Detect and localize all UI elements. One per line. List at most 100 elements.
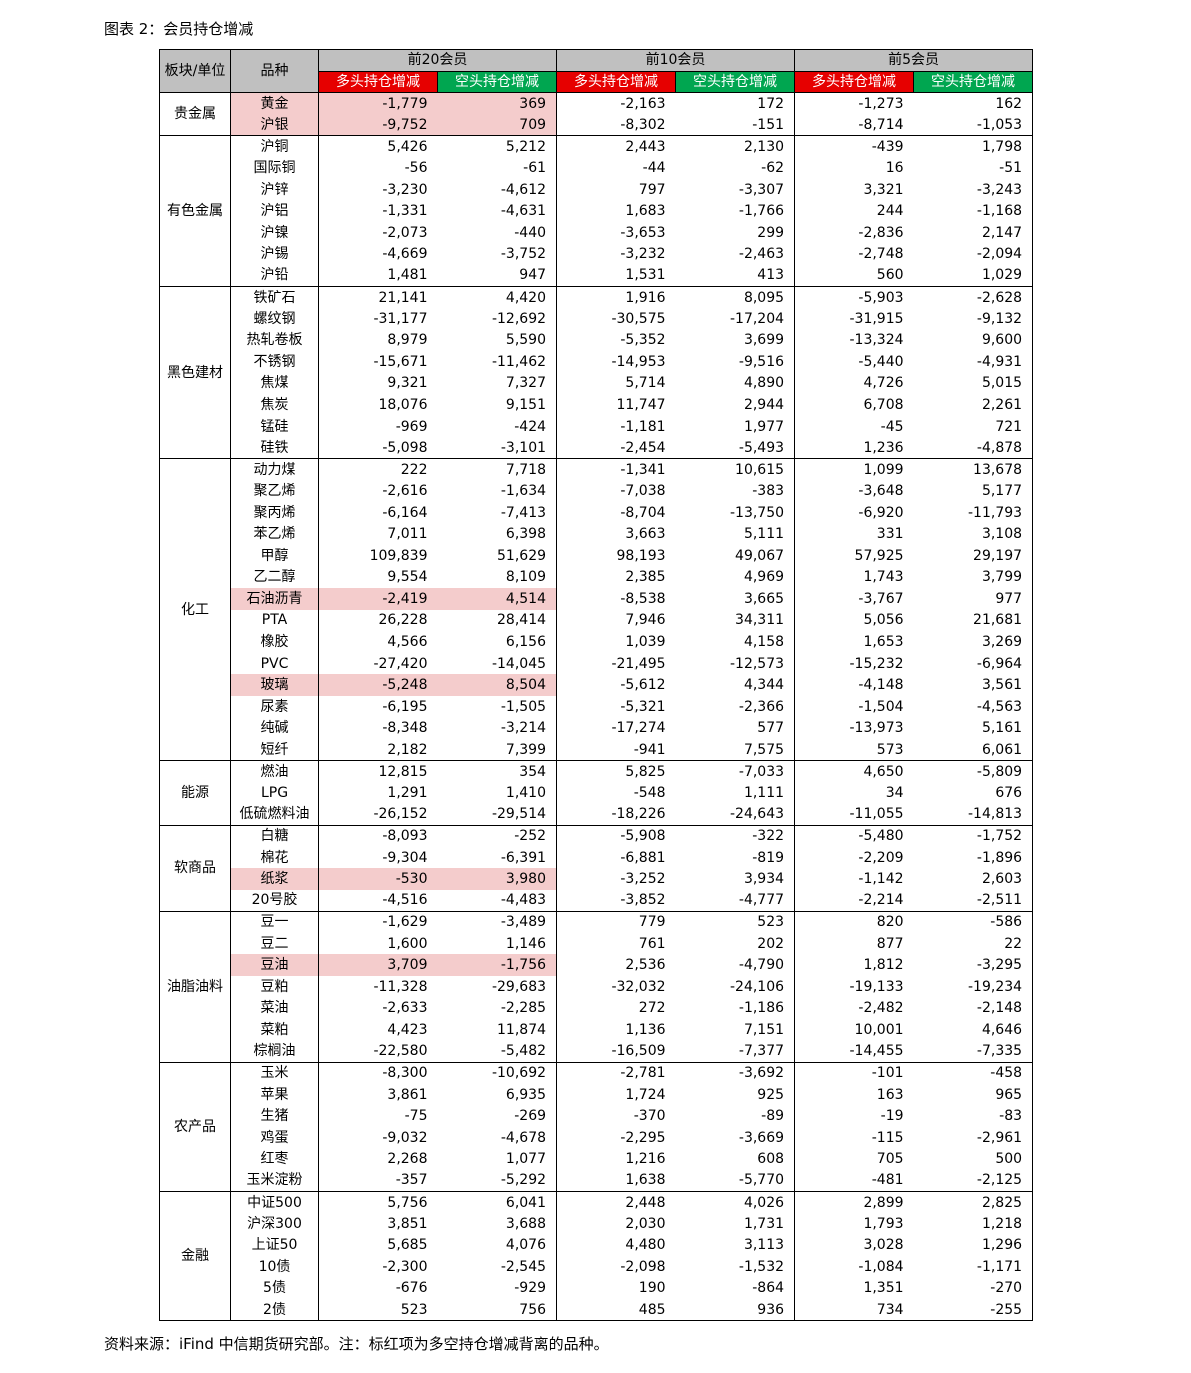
top5-short-value: -2,125	[913, 1169, 1033, 1192]
top20-short-value: 6,041	[437, 1191, 558, 1214]
top20-long-value: 523	[318, 1299, 438, 1322]
top5-short-value: -6,964	[976, 655, 1023, 672]
product-name: 沪锡	[230, 243, 319, 265]
source-note: 资料来源：iFind 中信期货研究部。注：标红项为多空持仓增减背离的品种。	[104, 1335, 609, 1353]
top5-long-value: 16	[885, 160, 904, 176]
top5-long-value: 1,812	[863, 957, 904, 974]
product-name: 螺纹钢	[230, 308, 319, 330]
top10-short-value: -62	[675, 157, 796, 179]
top20-short-value: 8,504	[437, 674, 558, 696]
top20-long-value: -9,304	[382, 849, 428, 866]
product-name: 沪深300	[230, 1213, 319, 1235]
top5-long-value: 734	[794, 1299, 914, 1322]
top5-short-value: 2,825	[981, 1194, 1023, 1211]
top5-short-value: 4,646	[981, 1021, 1023, 1038]
top20-long-value: 1,481	[318, 264, 438, 288]
top5-short-value: 500	[995, 1151, 1023, 1168]
top5-long-value: -2,836	[858, 224, 904, 241]
product-name: LPG	[230, 782, 319, 804]
top10-short-value: 608	[675, 1148, 796, 1170]
top10-short-value: 299	[675, 221, 796, 244]
top20-long-value: -2,073	[382, 224, 428, 241]
top10-long-value: -21,495	[611, 655, 666, 672]
sector-label: 有色金属	[159, 135, 231, 288]
top20-long-value: 26,228	[378, 612, 428, 629]
product-name: 红枣	[230, 1148, 319, 1170]
product-name: 10债	[230, 1256, 319, 1278]
top5-long-value: 877	[876, 935, 904, 952]
top5-short-value: -270	[990, 1280, 1023, 1297]
top20-short-value: 3,980	[437, 868, 558, 890]
top10-short-value: 49,067	[675, 545, 796, 567]
top20-short-value: -929	[437, 1277, 558, 1300]
top20-long-value: 9,554	[387, 569, 428, 586]
top10-long-value: 1,039	[625, 634, 666, 651]
top5-long-value: -2,214	[794, 889, 914, 912]
top10-long-value: -2,295	[620, 1129, 666, 1146]
product-header: 品种	[230, 48, 319, 94]
top10-short-value: -819	[675, 846, 796, 869]
top10-long-value: 2,536	[625, 957, 666, 974]
product-name: 上证50	[230, 1234, 319, 1257]
top20-long-value: 1,600	[387, 935, 428, 952]
product-name: 石油沥青	[230, 588, 319, 610]
table-row: 低硫燃料油-26,152-29,514-18,226-24,643-11,055…	[160, 803, 1033, 826]
top20-short-value: -12,692	[437, 308, 558, 330]
top5-long-value: -439	[871, 138, 904, 155]
top20-short-value: -252	[437, 825, 558, 847]
product-name: 苹果	[230, 1083, 319, 1106]
top10-short-value: -89	[675, 1105, 796, 1127]
product-name: 动力煤	[230, 458, 319, 481]
top10-long-value: -941	[556, 739, 676, 762]
sector-label: 农产品	[159, 1061, 231, 1192]
top20-short-value: 6,156	[437, 631, 558, 653]
table-row: 不锈钢-15,671-11,462-14,953-9,516-5,440-4,9…	[160, 351, 1033, 373]
top10-short-value: -17,204	[675, 308, 796, 330]
product-name: 尿素	[230, 695, 319, 718]
top5-short-value: 1,218	[981, 1215, 1023, 1232]
top5-long-value: -1,142	[858, 871, 904, 888]
product-name: 豆粕	[230, 976, 319, 998]
top10-short-value: 2,130	[675, 135, 796, 158]
sector-label: 金融	[159, 1190, 231, 1322]
top20-long-value: -9,032	[382, 1129, 428, 1146]
product-name: 2债	[230, 1299, 319, 1322]
top5-short-value: -2,961	[976, 1129, 1023, 1146]
top10-long-value: -3,232	[620, 246, 666, 263]
top10-short-value: 1,977	[675, 415, 796, 438]
top5-long-value: -19,133	[849, 978, 904, 995]
top10-long-value: 1,531	[556, 264, 676, 288]
product-name: 硅铁	[230, 437, 319, 460]
top5-long-value: -5,440	[858, 353, 904, 370]
top10-short-value: -2,366	[675, 695, 796, 718]
top5-short-value: -255	[913, 1299, 1033, 1322]
top20-short-value: -10,692	[437, 1062, 558, 1084]
top5-long-value: -8,714	[794, 114, 914, 137]
product-name: PTA	[230, 609, 319, 632]
top10-long-value: -1,341	[620, 461, 666, 478]
top10-long-value: -14,953	[611, 353, 666, 370]
top5-short-value: 21,681	[973, 612, 1023, 629]
top10-short-value: 3,934	[675, 868, 796, 890]
product-name: 国际铜	[230, 157, 319, 179]
top10-long-value: -1,181	[620, 418, 666, 435]
top20-long-value: -2,419	[318, 588, 438, 610]
sector-header: 板块/单位	[159, 48, 231, 94]
top10-short-value: -5,493	[675, 437, 796, 460]
top5-long-value: -1,273	[858, 95, 904, 112]
top20-short-value: -1,756	[437, 954, 558, 977]
table-row: 棕榈油-22,580-5,482-16,509-7,377-14,455-7,3…	[160, 1040, 1033, 1063]
sector-label: 化工	[159, 458, 231, 762]
top20-short-value: 1,410	[437, 782, 558, 804]
top10-short-value: -864	[675, 1277, 796, 1300]
top10-short-value: -5,770	[675, 1169, 796, 1192]
top20-short-value: 6,398	[437, 523, 558, 546]
top5-long-value: -2,209	[858, 849, 904, 866]
top20-long-value: 21,141	[378, 289, 428, 306]
table-row: 生猪-75-269-370-89-19-83	[160, 1105, 1033, 1127]
